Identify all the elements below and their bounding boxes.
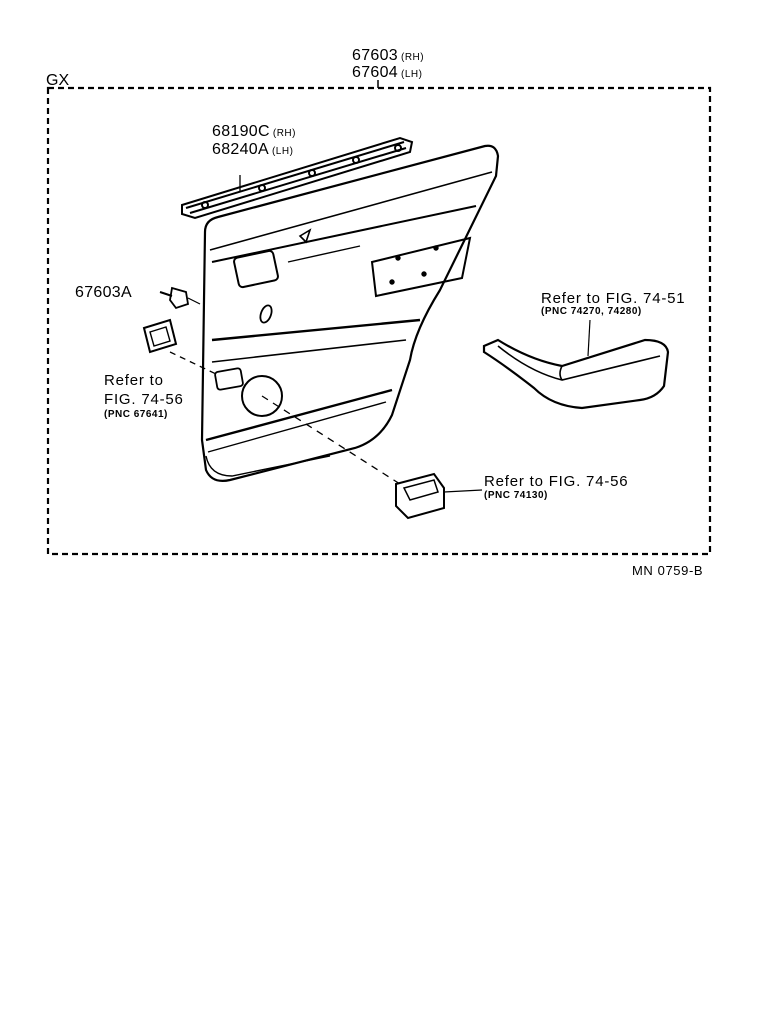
ref-bottom-pnc: (PNC 74130) [484,490,548,501]
assembly-rh-callout: 67603(RH) [352,48,424,64]
ref-left-line2: FIG. 74-56 [104,391,184,408]
ref-bottom-text: Refer to FIG. 74-56 [484,473,629,490]
ref-armrest-pnc: (PNC 74270, 74280) [541,306,642,317]
assembly-rh-side: (RH) [401,52,425,63]
weatherstrip-rh-part-number: 68190C [212,123,270,140]
ref-armrest-text: Refer to FIG. 74-51 [541,290,686,307]
weatherstrip-lh-side: (LH) [271,146,294,157]
escutcheon-part [142,318,178,354]
ref-left-pnc: (PNC 67641) [104,409,168,420]
assembly-lh-callout: 67604(LH) [352,65,422,81]
escutcheon-leader [169,351,217,375]
trim-clip-part [159,286,201,310]
weatherstrip-rh-callout: 68190C(RH) [212,124,296,140]
lower-handle-part [395,472,483,520]
armrest-part [482,319,670,410]
assembly-lh-side: (LH) [401,69,423,80]
ref-left-line1: Refer to [104,372,164,389]
assembly-lh-part-number: 67604 [352,64,398,81]
variant-label: GX [46,72,70,89]
door-trim-panel [200,144,500,482]
weatherstrip-lh-callout: 68240A(LH) [212,142,293,158]
weatherstrip-lh-part-number: 68240A [212,141,269,158]
assembly-boundary-box [46,86,712,556]
figure-code: MN 0759-B [632,563,704,578]
assembly-rh-part-number: 67603 [352,47,398,64]
weatherstrip-rh-side: (RH) [272,128,296,139]
weatherstrip-part [181,136,414,220]
lower-part-leader [261,395,401,485]
clip-part-number: 67603A [75,284,132,301]
